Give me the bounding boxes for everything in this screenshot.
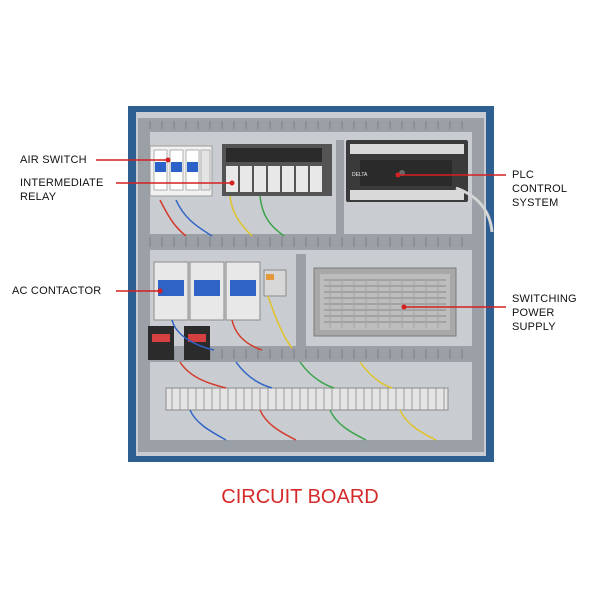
plc-brand-label: DELTA (352, 172, 368, 178)
plc-unit: DELTA (346, 140, 468, 202)
wire-ducts (138, 118, 484, 452)
intermediate-relays (222, 144, 332, 196)
plc-label: PLC CONTROL SYSTEM (512, 169, 568, 209)
diagram-caption: CIRCUIT BOARD (221, 486, 379, 508)
callout-lines (96, 157, 506, 310)
intermediate-relay-label: INTERMEDIATE RELAY (20, 177, 104, 203)
terminal-block-strip (165, 387, 449, 411)
plc-cable (455, 186, 494, 233)
thermal-relays (148, 326, 210, 360)
air-switch (149, 145, 213, 197)
ac-contactor-label: AC CONTACTOR (12, 285, 102, 297)
air-switch-label: AIR SWITCH (20, 154, 87, 166)
power-supply-label: SWITCHING POWER SUPPLY (512, 293, 577, 333)
switching-power-supply (313, 267, 457, 337)
wiring (159, 195, 437, 441)
